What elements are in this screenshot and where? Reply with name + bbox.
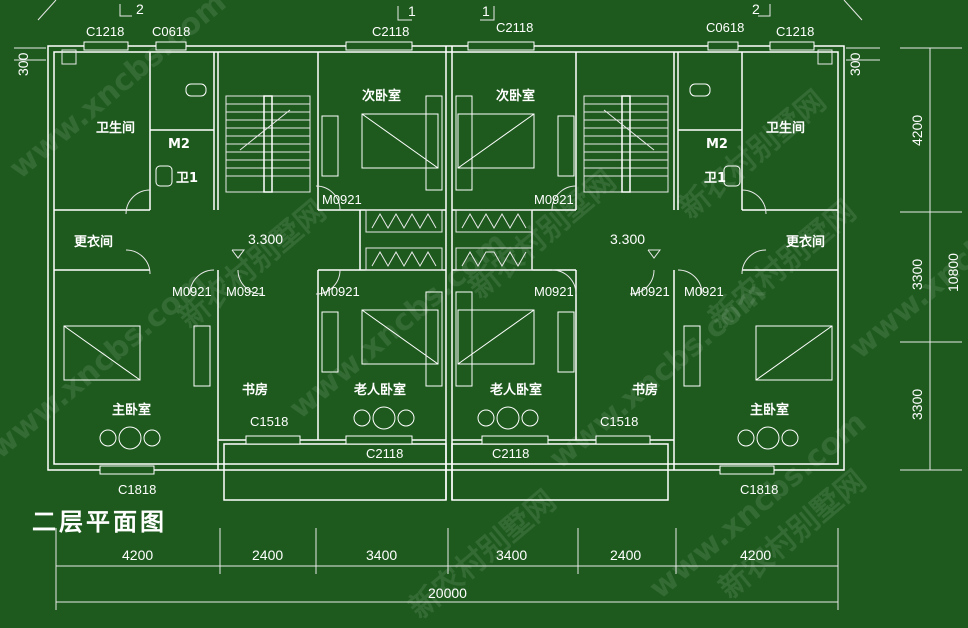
dimension-label: 2400 — [610, 547, 641, 563]
door-code: M0921 — [534, 284, 574, 299]
room-label-second-bedroom: 次卧室 — [496, 88, 535, 104]
wardrobes — [365, 209, 533, 271]
door-code: M0921 — [684, 284, 724, 299]
wall-offset-label: 300 — [847, 52, 863, 76]
window-code: C2118 — [372, 24, 409, 39]
stair-right — [583, 95, 669, 193]
window-code: C2118 — [492, 446, 529, 461]
window-code: C0618 — [152, 24, 190, 39]
dimension-label: 4200 — [740, 547, 771, 563]
beds — [63, 113, 833, 381]
section-mark: 1 — [482, 3, 490, 19]
watermark-site-name: 新农村别墅网 — [173, 194, 333, 337]
room-label-elder-bedroom: 老人卧室 — [353, 382, 406, 398]
window-code: C2118 — [366, 446, 403, 461]
door-code: M0921 — [320, 284, 360, 299]
room-label-second-bedroom: 次卧室 — [362, 88, 401, 104]
watermark-site-name: 新农村别墅网 — [403, 484, 563, 627]
dimension-label: 2400 — [252, 547, 283, 563]
stair-left — [225, 95, 311, 193]
watermark-site-name: 新农村别墅网 — [673, 84, 833, 227]
windows — [83, 41, 815, 475]
section-mark: 2 — [752, 1, 760, 17]
room-label-bathroom: 卫生间 — [766, 120, 805, 136]
section-mark: 2 — [136, 1, 144, 17]
total-depth-label: 10800 — [945, 253, 961, 292]
door-code: M0921 — [534, 192, 574, 207]
right-dimensions: 4200 3300 3300 10800 — [900, 47, 962, 471]
window-code: C1518 — [250, 414, 288, 429]
room-label-master-bedroom: 主卧室 — [112, 402, 151, 418]
door-code: M0921 — [630, 284, 670, 299]
room-label-wei: 卫1 — [704, 171, 726, 186]
wall-offset-label: 300 — [15, 52, 31, 76]
window-code: C1818 — [118, 482, 156, 497]
room-label-elder-bedroom: 老人卧室 — [489, 382, 542, 398]
dimension-label: 3300 — [909, 389, 925, 420]
dimension-label: 3300 — [909, 259, 925, 290]
door-swings — [125, 185, 767, 295]
room-label-wei: 卫1 — [176, 171, 198, 186]
room-label-m2: M2 — [706, 137, 728, 152]
door-code: M0921 — [322, 192, 362, 207]
window-code: C1218 — [776, 24, 814, 39]
dimension-label: 4200 — [909, 115, 925, 146]
drawing-title: 二层平面图 — [32, 508, 167, 536]
elevation-marks: 3.300 3.300 — [231, 231, 661, 259]
dimension-label: 3400 — [366, 547, 397, 563]
window-code: C1818 — [740, 482, 778, 497]
window-codes: C1218 C0618 C2118 C2118 C0618 C1218 C151… — [86, 20, 814, 497]
section-marks: 2 1 1 2 — [37, 0, 863, 21]
room-labels: 卫生间 卫生间 M2 M2 卫1 卫1 更衣间 更衣间 次卧室 次卧室 主卧室 … — [74, 88, 825, 418]
elevation-label: 3.300 — [610, 231, 645, 247]
total-width-label: 20000 — [428, 585, 467, 601]
dimension-label: 4200 — [122, 547, 153, 563]
room-label-study: 书房 — [242, 382, 268, 398]
window-code: C2118 — [496, 20, 533, 35]
elevation-label: 3.300 — [248, 231, 283, 247]
window-code: C1518 — [600, 414, 638, 429]
bathroom-fixtures — [155, 83, 741, 187]
room-label-study: 书房 — [632, 382, 658, 398]
seating — [99, 406, 799, 450]
window-code: C0618 — [706, 20, 744, 35]
door-code: M0921 — [226, 284, 266, 299]
door-codes: M0921 M0921 M0921 M0921 M0921 M0921 M092… — [172, 192, 724, 299]
bottom-dimensions: 4200 2400 3400 3400 2400 4200 20000 — [55, 528, 839, 610]
watermark-site-name: 新农村别墅网 — [703, 194, 863, 337]
room-label-dressing: 更衣间 — [74, 234, 113, 250]
dimension-label: 3400 — [496, 547, 527, 563]
cabinets — [193, 95, 701, 387]
wall-offset-marks: 300 300 — [14, 47, 880, 76]
walls — [47, 45, 845, 501]
room-label-m2: M2 — [168, 137, 190, 152]
section-mark: 1 — [408, 3, 416, 19]
door-code: M0921 — [172, 284, 212, 299]
room-label-bathroom: 卫生间 — [96, 120, 135, 136]
window-code: C1218 — [86, 24, 124, 39]
room-label-master-bedroom: 主卧室 — [750, 402, 789, 418]
room-label-dressing: 更衣间 — [786, 234, 825, 250]
